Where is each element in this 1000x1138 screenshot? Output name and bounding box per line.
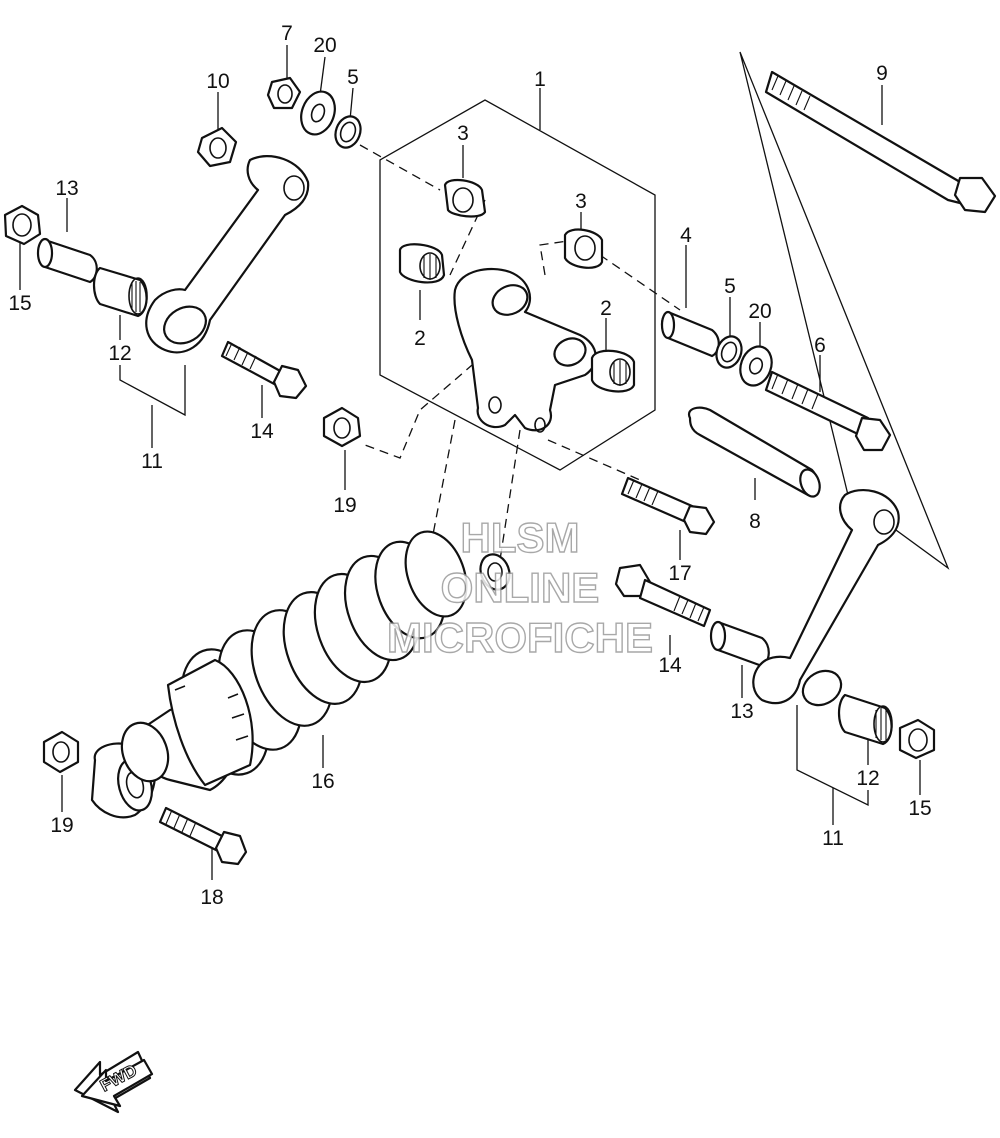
callout-13: 13 (730, 700, 753, 723)
callout-8: 8 (749, 510, 761, 533)
callout-5: 5 (347, 66, 359, 89)
watermark: HLSM ONLINE MICROFICHE (386, 513, 653, 661)
callout-16: 16 (311, 770, 334, 793)
callout-13: 13 (55, 177, 78, 200)
callout-19: 19 (333, 494, 356, 517)
bearing-3-right (563, 228, 604, 269)
bearing-2-left (398, 243, 446, 284)
callout-6: 6 (814, 334, 826, 357)
collar-13-left (36, 237, 98, 284)
callout-11: 11 (141, 450, 163, 473)
callout-numbers: 1 2 2 3 3 4 5 5 6 7 8 9 10 11 11 12 12 1… (8, 22, 931, 909)
cushion-rod-left (145, 155, 310, 354)
bolt-14-right (614, 563, 712, 628)
rear-shock-absorber (90, 530, 511, 819)
callout-3: 3 (575, 190, 587, 213)
callout-2: 2 (414, 327, 426, 350)
callout-5: 5 (724, 275, 736, 298)
collar-4 (660, 310, 720, 358)
nut-19-lower (42, 730, 80, 774)
seal-5-right (715, 335, 743, 369)
callout-9: 9 (876, 62, 888, 85)
bearing-12-right (837, 693, 893, 746)
callout-17: 17 (668, 562, 691, 585)
long-bolt (764, 70, 997, 214)
callout-14: 14 (658, 654, 682, 677)
nut-15-left (3, 204, 42, 246)
callout-19: 19 (50, 814, 73, 837)
bolt-18 (158, 806, 248, 866)
callout-11: 11 (822, 827, 844, 850)
nut-7 (266, 76, 302, 110)
nut-15-right (898, 718, 936, 760)
nut-19-upper (322, 406, 362, 448)
forward-direction-arrow: FWD (73, 1050, 154, 1114)
callout-18: 18 (200, 886, 223, 909)
callout-4: 4 (680, 224, 692, 247)
callout-15: 15 (8, 292, 31, 315)
callout-20: 20 (313, 34, 336, 57)
callout-12: 12 (108, 342, 131, 365)
bearing-12-left (92, 266, 148, 318)
callout-15: 15 (908, 797, 931, 820)
bearing-3-upper (443, 178, 487, 218)
alignment-line (359, 144, 681, 561)
callout-14: 14 (250, 420, 274, 443)
bolt-14-left (220, 340, 308, 400)
callout-3: 3 (457, 122, 469, 145)
callout-12: 12 (856, 767, 879, 790)
cushion-rod-right (752, 488, 900, 707)
callout-2: 2 (600, 297, 612, 320)
washer-20 (300, 90, 336, 136)
callout-1: 1 (534, 68, 546, 91)
cushion-lever (453, 268, 597, 433)
seal-5 (334, 115, 362, 149)
callout-7: 7 (281, 22, 293, 45)
watermark-line-3: MICROFICHE (387, 614, 653, 661)
cushion-lever-assembly-box (379, 99, 656, 471)
bearing-2-right (590, 349, 636, 393)
bolt-17 (620, 476, 716, 536)
bolt-6 (764, 370, 892, 452)
nut-10 (196, 126, 238, 168)
sleeve-8 (687, 406, 821, 498)
bolt-group-box (739, 51, 950, 570)
washer-20-right (739, 345, 773, 387)
callout-10: 10 (206, 70, 229, 93)
callout-20: 20 (748, 300, 771, 323)
collar-13-right (709, 620, 770, 668)
watermark-line-1: HLSM (461, 514, 580, 561)
watermark-line-2: ONLINE (441, 564, 600, 611)
